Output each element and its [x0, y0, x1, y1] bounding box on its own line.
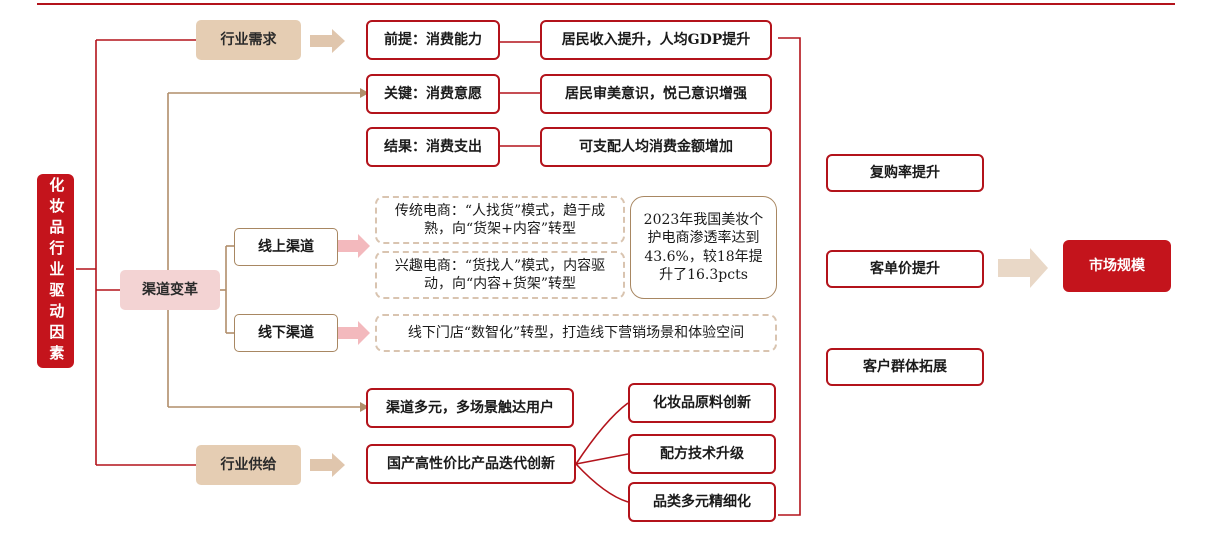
- outcome-label: 复购率提升: [870, 164, 940, 181]
- result-label: 结果：消费支出: [384, 138, 482, 155]
- traditional-ecom-label: 传统电商：“人找货”模式，趋于成熟，向“货架+内容”转型: [394, 202, 606, 237]
- outcome-node: 客单价提升: [826, 250, 984, 288]
- result-detail-node: 可支配人均消费金额增加: [540, 127, 772, 167]
- key-label: 关键：消费意愿: [384, 85, 482, 102]
- multi-channel-label: 渠道多元，多场景触达用户: [386, 399, 554, 416]
- outcome-node: 客户群体拓展: [826, 348, 984, 386]
- offline-node: 线下渠道: [234, 314, 338, 352]
- key-detail-label: 居民审美意识，悦己意识增强: [565, 85, 747, 102]
- arrow-shapes: [310, 29, 1048, 477]
- supply-item-node: 配方技术升级: [628, 434, 776, 474]
- online-node: 线上渠道: [234, 228, 338, 266]
- key-detail-node: 居民审美意识，悦己意识增强: [540, 74, 772, 114]
- channel-node: 渠道变革: [120, 270, 220, 310]
- penetration-stat-node: 2023年我国美妆个护电商渗透率达到43.6%，较18年提升了16.3pcts: [630, 196, 777, 299]
- key-node: 关键：消费意愿: [366, 74, 500, 114]
- result-detail-label: 可支配人均消费金额增加: [579, 138, 733, 155]
- top-rule: [37, 3, 1175, 5]
- supply-item-label: 化妆品原料创新: [653, 394, 751, 411]
- supply-node: 行业供给: [196, 445, 301, 485]
- supply-main-label: 国产高性价比产品迭代创新: [387, 455, 555, 472]
- root-node: 化妆品行业驱动因素: [37, 174, 74, 368]
- offline-detail-node: 线下门店“数智化”转型，打造线下营销场景和体验空间: [375, 314, 777, 352]
- market-size-node: 市场规模: [1063, 240, 1171, 292]
- root-label: 化妆品行业驱动因素: [47, 176, 66, 366]
- demand-node: 行业需求: [196, 20, 301, 60]
- interest-ecom-node: 兴趣电商：“货找人”模式，内容驱动，向“内容+货架”转型: [375, 251, 625, 299]
- result-node: 结果：消费支出: [366, 127, 500, 167]
- supply-item-node: 化妆品原料创新: [628, 383, 776, 423]
- offline-label: 线下渠道: [258, 324, 314, 341]
- premise-detail-label: 居民收入提升，人均GDP提升: [561, 31, 751, 48]
- supply-item-node: 品类多元精细化: [628, 482, 776, 522]
- demand-label: 行业需求: [220, 31, 277, 48]
- supply-item-label: 品类多元精细化: [653, 493, 751, 510]
- channel-label: 渠道变革: [142, 281, 198, 298]
- traditional-ecom-node: 传统电商：“人找货”模式，趋于成熟，向“货架+内容”转型: [375, 196, 625, 244]
- interest-ecom-label: 兴趣电商：“货找人”模式，内容驱动，向“内容+货架”转型: [394, 257, 606, 292]
- multi-channel-node: 渠道多元，多场景触达用户: [366, 388, 574, 428]
- supply-item-label: 配方技术升级: [660, 445, 744, 462]
- market-size-label: 市场规模: [1089, 257, 1145, 274]
- supply-label: 行业供给: [220, 456, 277, 473]
- online-label: 线上渠道: [258, 238, 314, 255]
- penetration-stat-label: 2023年我国美妆个护电商渗透率达到43.6%，较18年提升了16.3pcts: [643, 212, 764, 283]
- supply-main-node: 国产高性价比产品迭代创新: [366, 444, 576, 484]
- outcome-label: 客单价提升: [870, 260, 940, 277]
- premise-detail-node: 居民收入提升，人均GDP提升: [540, 20, 772, 60]
- offline-detail-label: 线下门店“数智化”转型，打造线下营销场景和体验空间: [407, 324, 745, 341]
- outcome-node: 复购率提升: [826, 154, 984, 192]
- premise-label: 前提：消费能力: [384, 31, 482, 48]
- outcome-label: 客户群体拓展: [863, 358, 947, 375]
- premise-node: 前提：消费能力: [366, 20, 500, 60]
